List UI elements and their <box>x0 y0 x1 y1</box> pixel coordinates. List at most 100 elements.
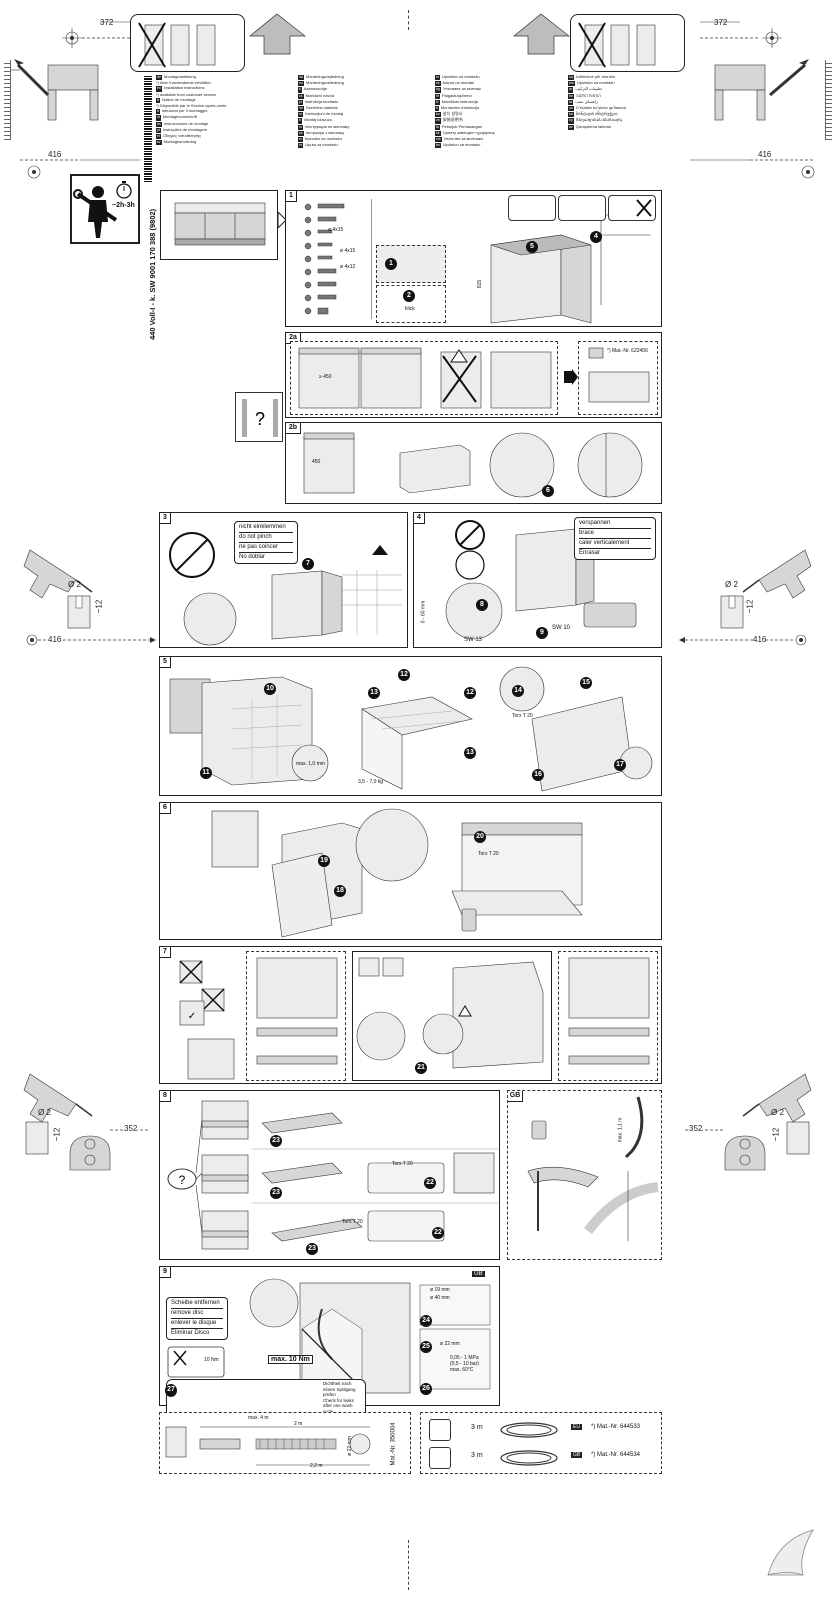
top-left-drawing <box>8 55 118 125</box>
language-code: fa <box>568 99 573 106</box>
language-title: הוראות התקנה <box>576 92 601 98</box>
language-code: fr <box>156 97 161 104</box>
language-title: Notice de montage <box>162 96 196 102</box>
callout-26: 26 <box>420 1383 432 1395</box>
step-2a-group: ≥ 450 <box>290 341 558 415</box>
callout-22a: 22 <box>424 1177 436 1189</box>
callout-16: 16 <box>532 769 544 781</box>
install-time: ~2h-3h <box>112 202 135 209</box>
language-title: Montaj kılavuzu <box>304 117 332 123</box>
language-title: Instrucciones de montaje <box>163 120 209 126</box>
remove-fr: enlever le disque <box>171 1319 223 1329</box>
lower-right-distance: 352 <box>689 1124 703 1133</box>
drill-lower-right: Ø 2 ~12 352 <box>675 1060 815 1180</box>
dishwasher-drawing <box>490 214 651 324</box>
step-2a-dim: ≥ 450 <box>319 374 332 380</box>
language-code: sl <box>298 137 303 143</box>
brace-es: Enrasar <box>579 550 601 556</box>
step-4-range: 0 - 60 mm <box>420 600 427 624</box>
language-code: zh <box>435 118 441 124</box>
accessory-mat-nr: *) Mat.-Nr. 622456 <box>607 348 648 354</box>
callout-20: 20 <box>474 831 486 843</box>
svg-text:?: ? <box>255 409 265 429</box>
spec-dia: ø 22 mm <box>440 1341 460 1347</box>
drill-right: Ø 2 ~12 416 <box>675 536 815 652</box>
callout-19: 19 <box>318 855 330 867</box>
step-number: 1 <box>286 191 297 202</box>
socket-icon <box>429 1419 451 1441</box>
callout-22b: 22 <box>432 1227 444 1239</box>
warning-de: nicht einklemmen <box>239 523 293 533</box>
brace-fr: caler verticalement <box>579 539 651 549</box>
remove-disc-note: Scheibe entfernen remove disc enlever le… <box>166 1297 228 1340</box>
step-8-torx-1: Torx T 20 <box>392 1161 413 1167</box>
lower-left-dia: Ø 2 <box>38 1108 51 1117</box>
question-icon: ? <box>242 399 278 437</box>
language-title: Montāžas instrukcija <box>441 98 478 104</box>
check-en: Check for leaks after one wash cycle <box>323 1397 355 1414</box>
step-number: 6 <box>160 803 171 814</box>
language-code: he <box>568 93 574 99</box>
step-5-max: max. 1,0 mm <box>296 761 325 767</box>
callout-23c: 23 <box>306 1243 318 1255</box>
top-right-drawing <box>705 55 815 125</box>
language-code: id <box>435 124 440 130</box>
language-title: Oʻrnatish boʻyicha qoʻllanma <box>575 105 626 111</box>
language-code: lv <box>435 99 440 106</box>
language-code: ar <box>568 87 574 93</box>
language-title: Navodilo za montažo <box>304 136 342 142</box>
drill-lower-left: Ø 2 ~12 352 <box>20 1060 160 1180</box>
step-2a-accessory: *) Mat.-Nr. 622456 <box>578 341 658 415</box>
language-code: cs <box>298 93 304 99</box>
cable-length: 3 m <box>471 1424 483 1431</box>
language-title: Paigaldusjuhend <box>442 92 472 98</box>
trash-icon <box>461 908 477 932</box>
language-title: راهنمای نصب <box>575 98 598 104</box>
stopwatch-icon <box>116 181 132 199</box>
region-badge: EU <box>571 1424 582 1430</box>
step-1-detail-2: 2 klick <box>376 285 446 323</box>
screw-size-1: ø 4x15 <box>328 227 344 233</box>
step-6-panel: 6 18 19 20 Torx T 20 <box>159 802 662 940</box>
warning-note-step-3: nicht einklemmen do not pinch ne pas coi… <box>234 521 298 564</box>
callout-23b: 23 <box>270 1187 282 1199</box>
language-title: Տեղադրման ձեռնարկ <box>575 117 622 123</box>
language-title: Quraşdırma təlimatı <box>575 123 611 129</box>
bottom-fold-mark <box>408 1540 410 1590</box>
dim-mid-left: 416 <box>48 150 62 159</box>
max-torque: max. 10 Nm <box>268 1355 313 1364</box>
language-code: no <box>298 81 304 87</box>
language-title: Uputa za montažu <box>305 142 338 148</box>
callout-11: 11 <box>200 767 212 779</box>
callout-13b: 13 <box>464 747 476 759</box>
cable-coil-icon <box>500 1422 558 1438</box>
language-code: me <box>568 81 575 87</box>
drill-left-dia: Ø 2 <box>68 580 81 589</box>
language-code: pl <box>298 99 303 106</box>
lower-right-dia: Ø 2 <box>771 1108 784 1117</box>
step-7-right-detail <box>558 951 658 1081</box>
language-code: it <box>156 109 160 115</box>
language-title: Інструкція з монтажу <box>305 129 345 135</box>
cable-mat-nr: *) Mat.-Nr. 644534 <box>591 1452 641 1458</box>
page-curl-icon <box>767 1529 814 1576</box>
hose-dia: ø 22 mm <box>346 1436 353 1456</box>
language-title: Monteringsveiledning <box>306 80 344 86</box>
language-title: Орнату жөніндегі нұсқаулық <box>442 129 495 135</box>
language-code: pt <box>156 127 161 134</box>
language-code: sk <box>435 81 441 87</box>
callout-2: 2 <box>403 290 415 302</box>
language-title: Uputstvo za montažu <box>442 74 480 79</box>
